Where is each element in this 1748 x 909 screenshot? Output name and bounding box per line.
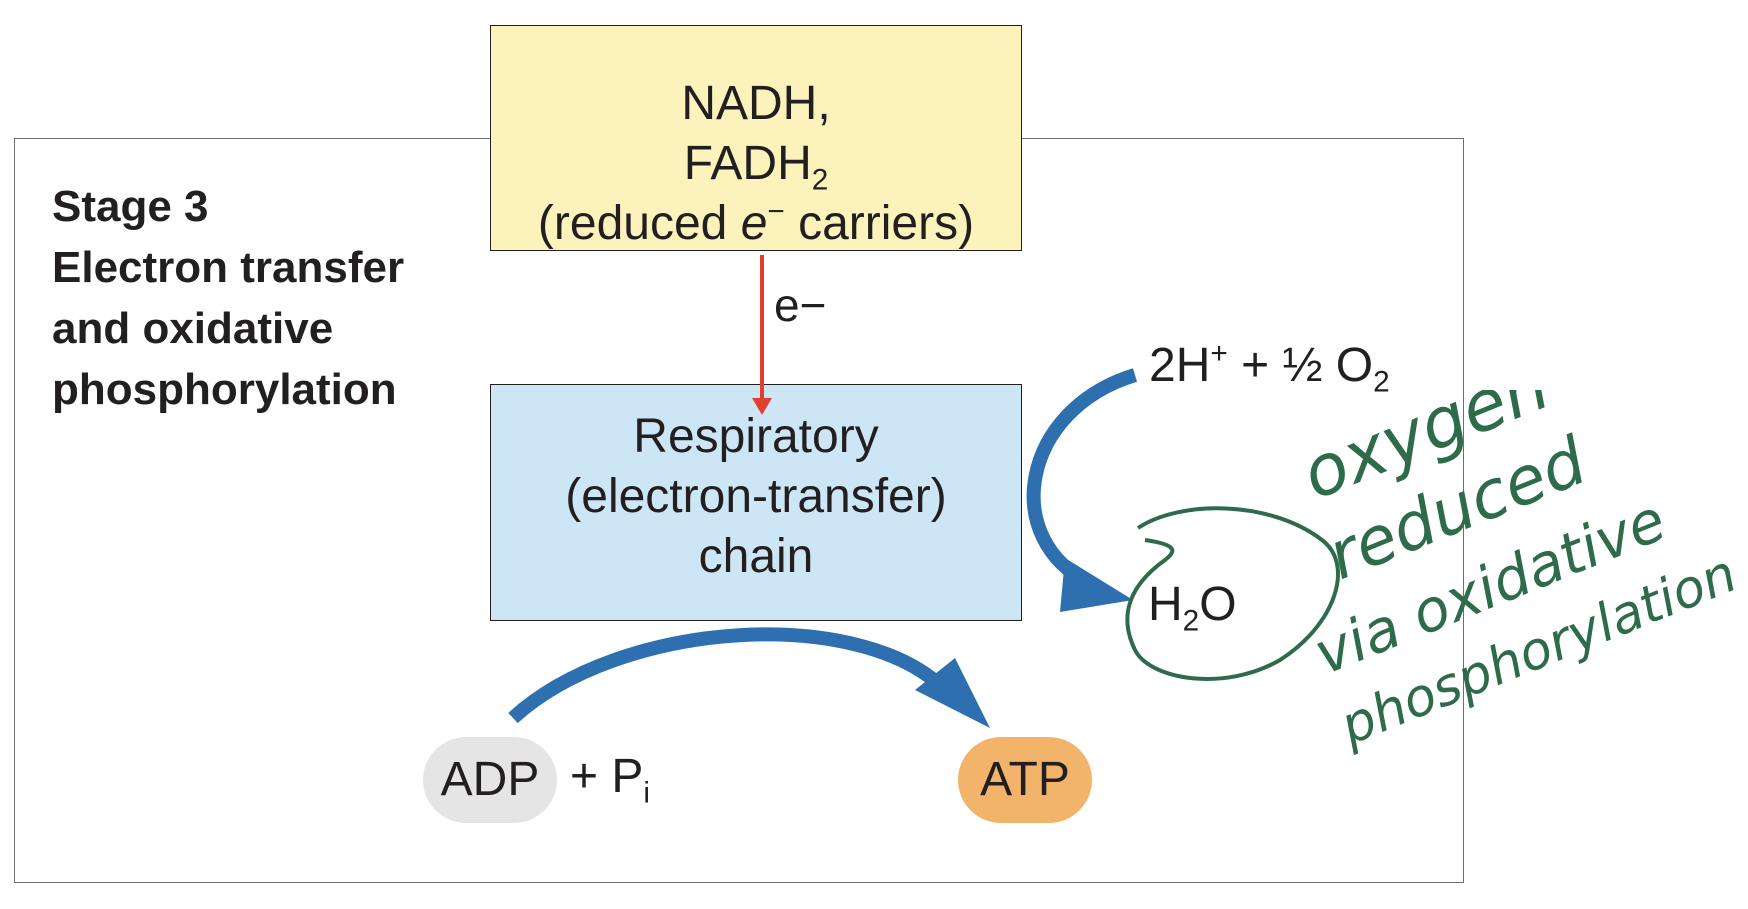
phosphate-subscript: i <box>643 776 651 810</box>
phosphate-label: + Pi <box>570 749 650 808</box>
oxygen-to-water-arrow <box>1026 368 1138 590</box>
fadh-text: FADH <box>683 137 812 190</box>
water-h: H <box>1148 578 1183 631</box>
stage-title-line: and oxidative <box>52 304 334 353</box>
carriers-close: carriers) <box>784 197 975 250</box>
reduced-carriers-box: NADH, FADH2 (reduced e− carriers) <box>490 25 1022 251</box>
water-label: H2O <box>1148 577 1237 636</box>
atp-arrow-head <box>915 658 990 728</box>
proton-text: 2H <box>1149 339 1211 392</box>
carriers-label: (reduced e− carriers) <box>491 194 1021 254</box>
proton-charge: + <box>1210 337 1228 371</box>
stage-title-line: Stage 3 <box>52 182 209 231</box>
fadh2-label: FADH2 <box>491 134 1021 197</box>
respiratory-chain-box: Respiratory (electron-transfer) chain <box>490 384 1022 621</box>
carriers-open: (reduced <box>537 197 741 250</box>
electron-arrow-head <box>752 398 772 415</box>
oxygen-text: + ½ O <box>1227 339 1374 392</box>
electron-charge: − <box>767 195 785 229</box>
chain-label-line: chain <box>698 530 814 583</box>
oxygen-reactants-label: 2H+ + ½ O2 <box>1149 337 1390 397</box>
stage-title: Stage 3 Electron transfer and oxidative … <box>52 176 404 420</box>
adp-to-atp-arrow <box>508 627 950 724</box>
handwritten-annotation: oxygen reduced via oxidative phosphoryla… <box>1291 390 1740 757</box>
phosphate-text: + P <box>570 750 644 803</box>
water-circle-annotation <box>1125 506 1340 681</box>
water-arrow-head <box>1060 558 1133 612</box>
adp-pill: ADP <box>423 737 557 823</box>
fadh-subscript: 2 <box>811 163 829 197</box>
stage-title-line: Electron transfer <box>52 243 405 292</box>
water-o: O <box>1199 578 1237 631</box>
nadh-label: NADH, <box>681 77 831 130</box>
stage-title-line: phosphorylation <box>52 365 397 414</box>
oxygen-subscript: 2 <box>1373 365 1390 399</box>
atp-pill: ATP <box>958 737 1092 823</box>
chain-label-line: Respiratory <box>633 410 879 463</box>
chain-label-line: (electron-transfer) <box>565 470 947 523</box>
electron-symbol: e <box>740 197 768 250</box>
water-subscript: 2 <box>1182 604 1200 638</box>
electron-flow-label: e− <box>774 279 827 331</box>
